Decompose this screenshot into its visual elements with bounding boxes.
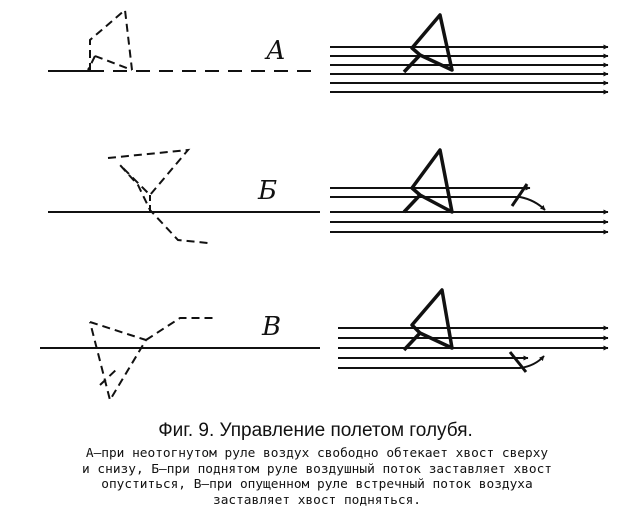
figure-caption: А—при неотогнутом руле воздух свободно о… bbox=[14, 446, 620, 508]
tail-solid-b bbox=[402, 148, 454, 214]
tail-outline-dashed-a bbox=[87, 8, 133, 71]
tail-solid-c bbox=[402, 288, 454, 352]
caption-line: и снизу, Б—при поднятом руле воздушный п… bbox=[82, 461, 552, 477]
caption-line: опуститься, В—при опущенном руле встречн… bbox=[101, 477, 533, 492]
panel-label-b: Б bbox=[258, 176, 278, 206]
panel-b bbox=[48, 148, 609, 244]
tail-solid-a bbox=[402, 13, 454, 74]
tail-outline-dashed-c bbox=[89, 317, 215, 403]
panel-label-a: А bbox=[266, 36, 286, 66]
figure-title: Фиг. 9. Управление полетом голубя. bbox=[158, 420, 473, 441]
rudder-lowered-c bbox=[508, 351, 528, 373]
panel-label-c: В bbox=[262, 312, 282, 342]
caption-line: А—при неотогнутом руле воздух свободно о… bbox=[85, 446, 549, 461]
airflow-deflected-b bbox=[519, 196, 546, 211]
caption-line: заставляет хвост подняться. bbox=[212, 492, 422, 508]
pigeon-tail-diagram bbox=[40, 8, 609, 403]
panel-c bbox=[40, 288, 609, 403]
tail-outline-dashed-b bbox=[107, 148, 209, 244]
panel-a bbox=[48, 8, 609, 95]
rudder-raised-b bbox=[510, 183, 529, 207]
